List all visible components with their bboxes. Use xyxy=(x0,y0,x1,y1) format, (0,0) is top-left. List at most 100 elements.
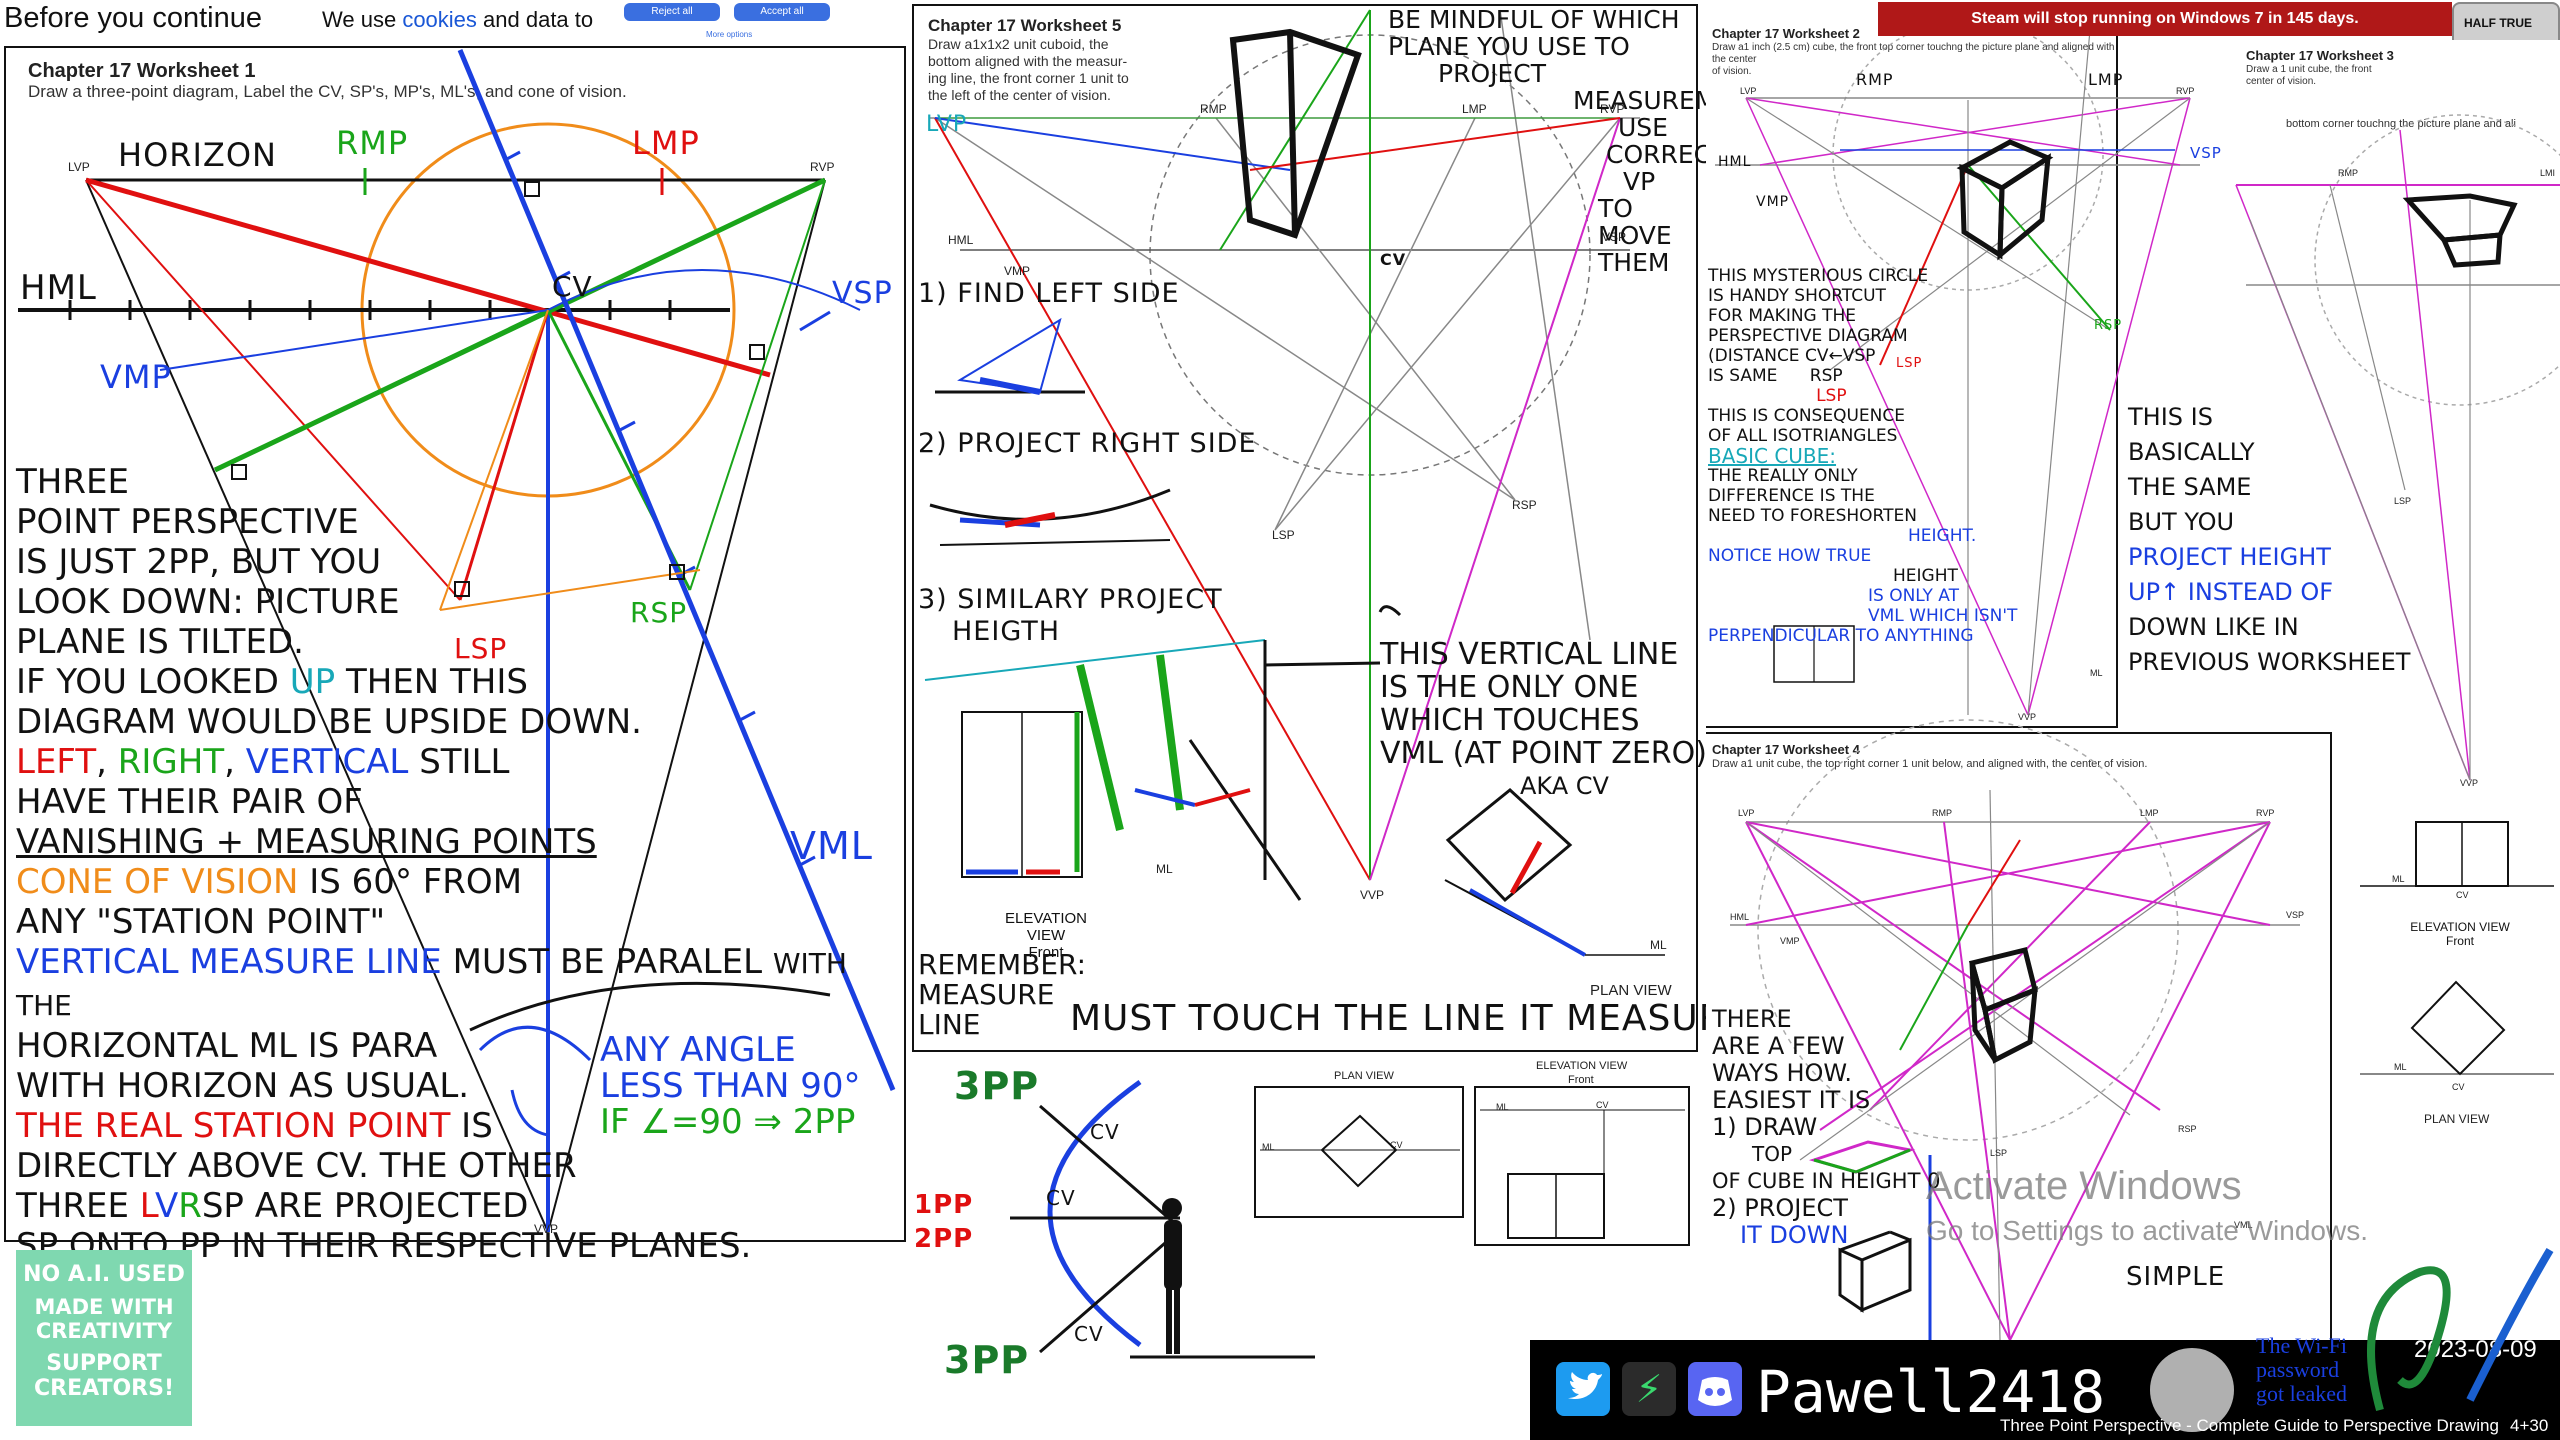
steam-notice[interactable]: Steam will stop running on Windows 7 in … xyxy=(1878,2,2452,36)
ws2-lsp-label: LSP xyxy=(1896,356,1923,371)
worksheet-1: Chapter 17 Worksheet 1 Draw a three-poin… xyxy=(4,46,906,1242)
streamer-app-icon[interactable]: ⚡ xyxy=(1622,1362,1676,1416)
remember-3: LINE xyxy=(918,1008,981,1041)
ws5-hml-label: HML xyxy=(948,233,974,247)
note-three: THREE xyxy=(16,462,129,502)
stream-footer: ⚡ Pawell2418 The Wi-Fi password got leak… xyxy=(1530,1334,2560,1440)
cookies-link[interactable]: cookies xyxy=(402,7,477,32)
cookie-text-pre: We use xyxy=(322,7,397,32)
ws2-basic-4: HEIGHT. xyxy=(1908,526,1977,546)
ws5-sub-line-3: ing line, the front corner 1 unit to xyxy=(928,70,1129,86)
ws5-elevation-title: ELEVATION VIEW xyxy=(1005,910,1087,944)
ws1-angle-note: ANY ANGLE LESS THAN 90° IF ∠=90 ⇒ 2PP xyxy=(600,1032,861,1140)
ws5-lmp-label: LMP xyxy=(1462,102,1487,116)
note-comma-2: , xyxy=(224,742,246,782)
note-looked-up-a: IF YOU LOOKED xyxy=(16,662,290,702)
ws5-plan-view: PLAN VIEW xyxy=(1590,982,1672,999)
top-note-8: TO xyxy=(1598,194,1633,223)
ws5-rsp-label: RSP xyxy=(1512,498,1537,512)
ws2-title: Chapter 17 Worksheet 2 xyxy=(1712,26,1860,41)
angle-note-1: ANY ANGLE xyxy=(600,1030,796,1070)
ws4-note-4: EASIEST IT IS xyxy=(1712,1086,1871,1114)
ws2-ml-label: ML xyxy=(2090,668,2103,678)
ws4-note-7: OF CUBE IN HEIGHT 0 xyxy=(1712,1169,1941,1193)
ws3-note-3: THE SAME xyxy=(2128,473,2252,501)
note-point-perspective: POINT PERSPECTIVE xyxy=(16,502,359,542)
step-2: 2) PROJECT RIGHT SIDE xyxy=(918,428,1257,459)
ws3-cv-label: CV xyxy=(2456,890,2469,900)
note-three-a: THREE xyxy=(16,1186,140,1226)
ws4-rsp-label: RSP xyxy=(2178,1124,2197,1134)
activate-sub: Go to Settings to activate Windows. xyxy=(1926,1215,2368,1246)
ws1-lsp-label: LSP xyxy=(454,632,508,665)
ws2-rsp-label: RSP xyxy=(2094,318,2123,333)
ws2-basic-cube: BASIC CUBE: xyxy=(1708,444,1837,468)
note-three-v: V xyxy=(154,1186,179,1226)
vert-note-1: THIS VERTICAL LINE xyxy=(1380,637,1679,672)
ws5-remember: REMEMBER: MEASURE LINE xyxy=(918,950,1086,1040)
note-cone-of-vision: CONE OF VISION IS 60° FROM xyxy=(16,862,896,902)
ws2-basic-2: DIFFERENCE IS THE xyxy=(1708,486,1875,506)
ws5-vmp-label: VMP xyxy=(1004,264,1031,278)
ws5-title: Chapter 17 Worksheet 5 xyxy=(928,16,1122,35)
note-vml-a: VERTICAL MEASURE LINE xyxy=(16,942,442,982)
ws2-basic-1: THE REALLY ONLY xyxy=(1708,466,1858,486)
ws1-title: Chapter 17 Worksheet 1 xyxy=(28,60,256,82)
cookie-text-post: and data to xyxy=(483,7,594,32)
badge-line-1: NO A.I. USED xyxy=(23,1262,185,1287)
note-look-down: LOOK DOWN: PICTURE xyxy=(16,582,400,622)
note-pair-of: HAVE THEIR PAIR OF xyxy=(16,782,363,822)
step-3a: 3) SIMILARY PROJECT xyxy=(918,584,1223,615)
ws5-ml-label: ML xyxy=(1156,862,1173,876)
ws5-rvp-label: RVP xyxy=(1600,102,1625,116)
note-real-station: THE REAL STATION POINT IS xyxy=(16,1106,896,1146)
ws2-notice-4: VML WHICH ISN'T xyxy=(1868,606,2018,626)
ws3-note-7: DOWN LIKE IN xyxy=(2128,613,2299,641)
ws2-lmp-label: LMP xyxy=(2088,70,2124,89)
bottom-elev-front: Front xyxy=(1568,1074,1594,1086)
ws2-note-1: THIS MYSTERIOUS CIRCLE xyxy=(1708,266,1929,286)
worksheet-3: Chapter 17 Worksheet 3 Draw a 1 unit cub… xyxy=(2234,40,2560,830)
vert-note-5: AKA CV xyxy=(1520,772,1609,800)
ws4-lvp-label: LVP xyxy=(1738,808,1755,818)
discord-icon[interactable] xyxy=(1688,1362,1742,1416)
ws4-note-1: THERE xyxy=(1712,1005,1792,1033)
ws3-title: Chapter 17 Worksheet 3 xyxy=(2246,48,2394,63)
badge-line-4: SUPPORT xyxy=(46,1351,162,1376)
top-note-2: PLANE YOU USE TO xyxy=(1388,32,1630,61)
note-comma-1: , xyxy=(96,742,118,782)
note-three-e: SP ARE PROJECTED xyxy=(201,1186,529,1226)
note-vml-parallel: VERTICAL MEASURE LINE MUST BE PARALEL WI… xyxy=(16,942,896,1026)
ws3-plan-view: PLAN VIEW xyxy=(2424,1112,2490,1126)
ws2-note-6: IS SAME RSP xyxy=(1708,366,1843,386)
wifi-line-3: got leaked xyxy=(2256,1381,2348,1406)
vert-note-3: WHICH TOUCHES xyxy=(1380,703,1640,738)
ws2-notice-5: PERPENDICULAR TO ANYTHING xyxy=(1708,626,1974,646)
top-note-1: BE MINDFUL OF WHICH xyxy=(1388,5,1680,34)
ws2-note-5: (DISTANCE CV←VSP xyxy=(1708,346,1876,366)
reject-all-button[interactable]: Reject all xyxy=(624,3,720,21)
ws3-note-5: PROJECT HEIGHT xyxy=(2128,543,2331,571)
note-directly-above: DIRECTLY ABOVE CV. THE OTHER xyxy=(16,1146,577,1186)
ws2-hml-label: HML xyxy=(1718,154,1752,170)
more-options-link[interactable]: More options xyxy=(706,30,753,39)
avatar xyxy=(2150,1348,2234,1432)
activate-windows: Activate Windows Go to Settings to activ… xyxy=(1926,1164,2368,1247)
step-1: 1) FIND LEFT SIDE xyxy=(918,278,1180,309)
note-looked-up-c: THEN THIS xyxy=(335,662,528,702)
note-three-lvrsp: THREE LVRSP ARE PROJECTED xyxy=(16,1186,896,1226)
bottom-plan-ml: ML xyxy=(1262,1142,1275,1152)
username: Pawell2418 xyxy=(1756,1358,2106,1426)
ws1-vmp-label: VMP xyxy=(100,358,172,396)
bottom-plan-view: PLAN VIEW ML CV xyxy=(1254,1070,1464,1218)
twitter-icon[interactable] xyxy=(1556,1362,1610,1416)
ws2-notice-3: IS ONLY AT xyxy=(1868,586,1960,606)
ws5-cv-label: CV xyxy=(1380,250,1407,269)
accept-all-button[interactable]: Accept all xyxy=(734,3,830,21)
wifi-line-1: The Wi-Fi xyxy=(2256,1333,2347,1358)
note-real-station-b: IS xyxy=(450,1106,493,1146)
ws3-rmp-label: RMP xyxy=(2338,168,2358,178)
